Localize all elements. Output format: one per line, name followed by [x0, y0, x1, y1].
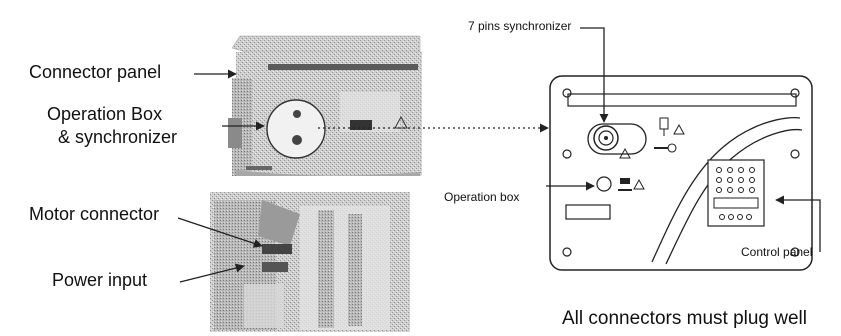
label-control-panel: Control panel [741, 245, 813, 259]
label-operation-box-right: Operation box [444, 190, 520, 204]
panel-outline [549, 75, 813, 271]
operation-box-button [596, 176, 612, 192]
operation-box-circle [266, 99, 326, 159]
label-synchronizer: & synchronizer [58, 127, 178, 147]
key-icon [654, 143, 677, 153]
footer-note: All connectors must plug well [562, 308, 807, 329]
warning-triangle-icon [619, 147, 631, 159]
left-leader-lines [177, 69, 265, 283]
label-connector-panel: Connector panel [29, 62, 162, 82]
connector-photo-bottom [210, 192, 410, 332]
warning-triangle-icon [673, 123, 685, 135]
plug-icon [659, 117, 669, 136]
switch-icon [618, 178, 632, 191]
control-box-schematic [549, 75, 813, 271]
keypad [707, 159, 765, 227]
label-power-input: Power input [52, 270, 148, 290]
label-7-pins-synchronizer: 7 pins synchronizer [468, 19, 572, 33]
warning-triangle-icon [633, 178, 645, 190]
label-motor-connector: Motor connector [29, 204, 160, 224]
label-operation-box: Operation Box [47, 104, 163, 124]
right-leader-lines [546, 27, 821, 252]
device-photo-top [228, 35, 422, 176]
